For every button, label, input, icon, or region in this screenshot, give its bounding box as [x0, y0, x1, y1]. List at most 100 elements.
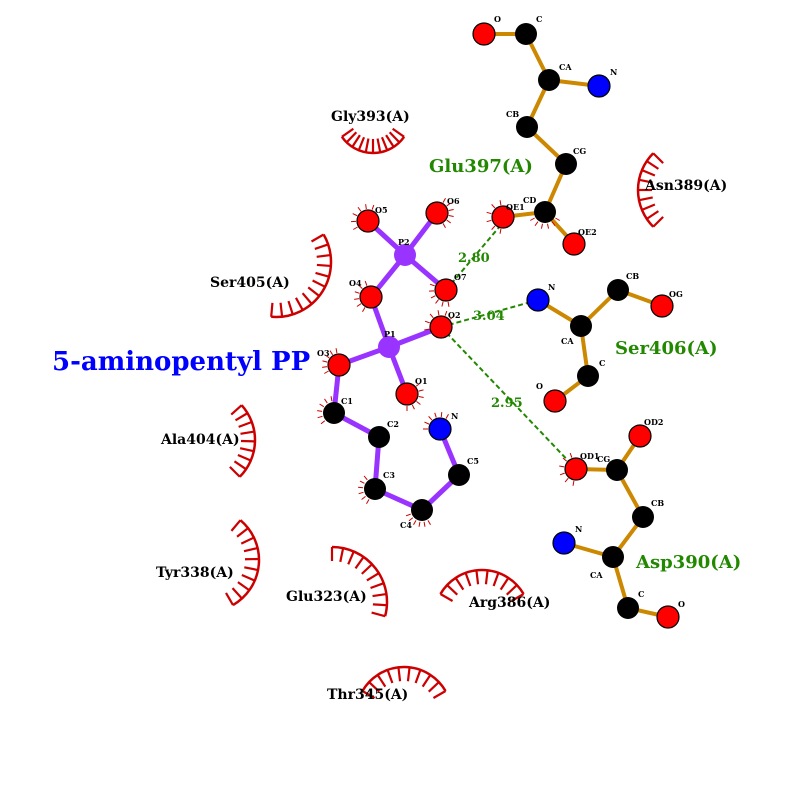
label-glu397-n: N [610, 67, 617, 77]
atom-hairs-13 [559, 452, 575, 486]
atom-hairs-4 [424, 310, 455, 331]
atom-hairs-11 [486, 200, 502, 234]
atom-hairs-1 [442, 198, 454, 228]
atom-asp390-cg [606, 459, 628, 481]
residue-name-asp390: Asp390(A) [635, 552, 741, 573]
hydrogen-bonds: 2.80 3.04 2.95 [440, 218, 577, 470]
atom-ser406-o [543, 389, 567, 413]
hydrophobic-arc-ala404 [229, 404, 257, 478]
atom-glu397-cb [516, 116, 538, 138]
label-asp390-cb: CB [651, 498, 664, 508]
hydrophobic-contacts [225, 127, 664, 699]
atom-lig-p1 [378, 336, 400, 358]
residue-name-glu397: Glu397(A) [429, 156, 533, 177]
atom-contact-hairs [317, 198, 575, 527]
hydrophobic-arc-tyr338 [225, 519, 261, 607]
residue-name-tyr338: Tyr338(A) [156, 565, 234, 581]
label-asp390-n: N [575, 524, 582, 534]
label-asp390-od2: OD2 [644, 417, 663, 427]
label-lig-o2: O2 [448, 310, 461, 320]
hydrophobic-arc-asn389 [636, 152, 664, 228]
atom-lig-c4 [411, 499, 433, 521]
ligand-atoms [323, 201, 470, 521]
atom-glu397-ca [538, 69, 560, 91]
atom-hairs-0 [350, 204, 375, 230]
atom-lig-o2 [429, 315, 453, 339]
hydrophobic-residue-names: Gly393(A) Asn389(A) Ser405(A) Ala404(A) … [156, 109, 727, 703]
atom-lig-c3 [364, 478, 386, 500]
atom-asp390-cb [632, 506, 654, 528]
label-asp390-cg: CG [597, 454, 610, 464]
atom-asp390-c [617, 597, 639, 619]
label-lig-o4: O4 [349, 278, 362, 288]
label-lig-o5: O5 [375, 205, 388, 215]
label-asp390-o: O [678, 599, 685, 609]
hydrophobic-arc-arg386 [439, 568, 525, 602]
atom-lig-o1 [395, 382, 419, 406]
residue-name-asn389: Asn389(A) [644, 178, 727, 194]
ligand-name: 5-aminopentyl PP [52, 347, 310, 377]
residue-name-ala404: Ala404(A) [160, 432, 240, 448]
atom-asp390-od2 [628, 424, 652, 448]
label-lig-o1: O1 [415, 376, 428, 386]
label-lig-p2: P2 [398, 237, 410, 247]
label-lig-c3: C3 [383, 470, 395, 480]
label-asp390-od1: OD1 [580, 451, 599, 461]
atom-hairs-9 [405, 513, 431, 527]
atom-ser406-ca [570, 315, 592, 337]
label-lig-o7: O7 [454, 272, 467, 282]
atom-lig-c5 [448, 464, 470, 486]
atom-ser406-og [650, 294, 674, 318]
atom-hairs-3 [354, 280, 368, 312]
hydrophobic-arc-gly393 [340, 127, 406, 155]
atom-ser406-c [577, 365, 599, 387]
atom-asp390-o [656, 605, 680, 629]
hydrophobic-arc-thr345 [361, 665, 447, 699]
label-asp390-c: C [638, 589, 644, 599]
label-lig-n: N [451, 411, 458, 421]
label-lig-c1: C1 [341, 396, 353, 406]
atom-lig-o6 [425, 201, 449, 225]
hbond-distance-3: 2.95 [491, 396, 523, 411]
atom-hairs-7 [317, 396, 333, 425]
hbonded-residue-names: Glu397(A) Ser406(A) Asp390(A) [429, 156, 741, 573]
label-glu397-c: C [536, 14, 542, 24]
label-lig-o3: O3 [317, 348, 330, 358]
label-glu397-o: O [494, 14, 501, 24]
atom-lig-c1 [323, 402, 345, 424]
atom-glu397-oe2 [562, 232, 586, 256]
label-lig-c4: C4 [400, 520, 412, 530]
hbond-distance-1: 2.80 [458, 251, 490, 266]
label-lig-p1: P1 [384, 329, 396, 339]
atom-glu397-n [587, 74, 611, 98]
residue-name-arg386: Arg386(A) [468, 595, 550, 611]
label-ser406-ca: CA [561, 336, 574, 346]
label-ser406-cb: CB [626, 271, 639, 281]
atom-hairs-6 [406, 382, 424, 411]
atom-lig-o5 [356, 209, 380, 233]
label-glu397-ca: CA [559, 62, 572, 72]
residue-name-thr345: Thr345(A) [327, 687, 408, 703]
atom-lig-o3 [327, 353, 351, 377]
atom-lig-o7 [434, 278, 458, 302]
label-lig-c2: C2 [387, 419, 399, 429]
residue-name-glu323: Glu323(A) [286, 589, 367, 605]
label-lig-c5: C5 [467, 456, 479, 466]
hbond-line-2 [440, 299, 539, 328]
atom-glu397-cd [534, 201, 556, 223]
atom-lig-p2 [394, 244, 416, 266]
atom-ser406-n [526, 288, 550, 312]
atom-glu397-o [472, 22, 496, 46]
label-glu397-cb: CB [506, 109, 519, 119]
residue-atoms [472, 22, 680, 629]
residue-name-ser405: Ser405(A) [210, 275, 290, 291]
atom-lig-n [428, 417, 452, 441]
atom-hairs-12 [530, 217, 560, 229]
residue-name-ser406: Ser406(A) [615, 338, 718, 359]
atom-glu397-c [515, 23, 537, 45]
label-glu397-oe1: OE1 [506, 202, 525, 212]
label-asp390-ca: CA [590, 570, 603, 580]
atom-lig-c2 [368, 426, 390, 448]
